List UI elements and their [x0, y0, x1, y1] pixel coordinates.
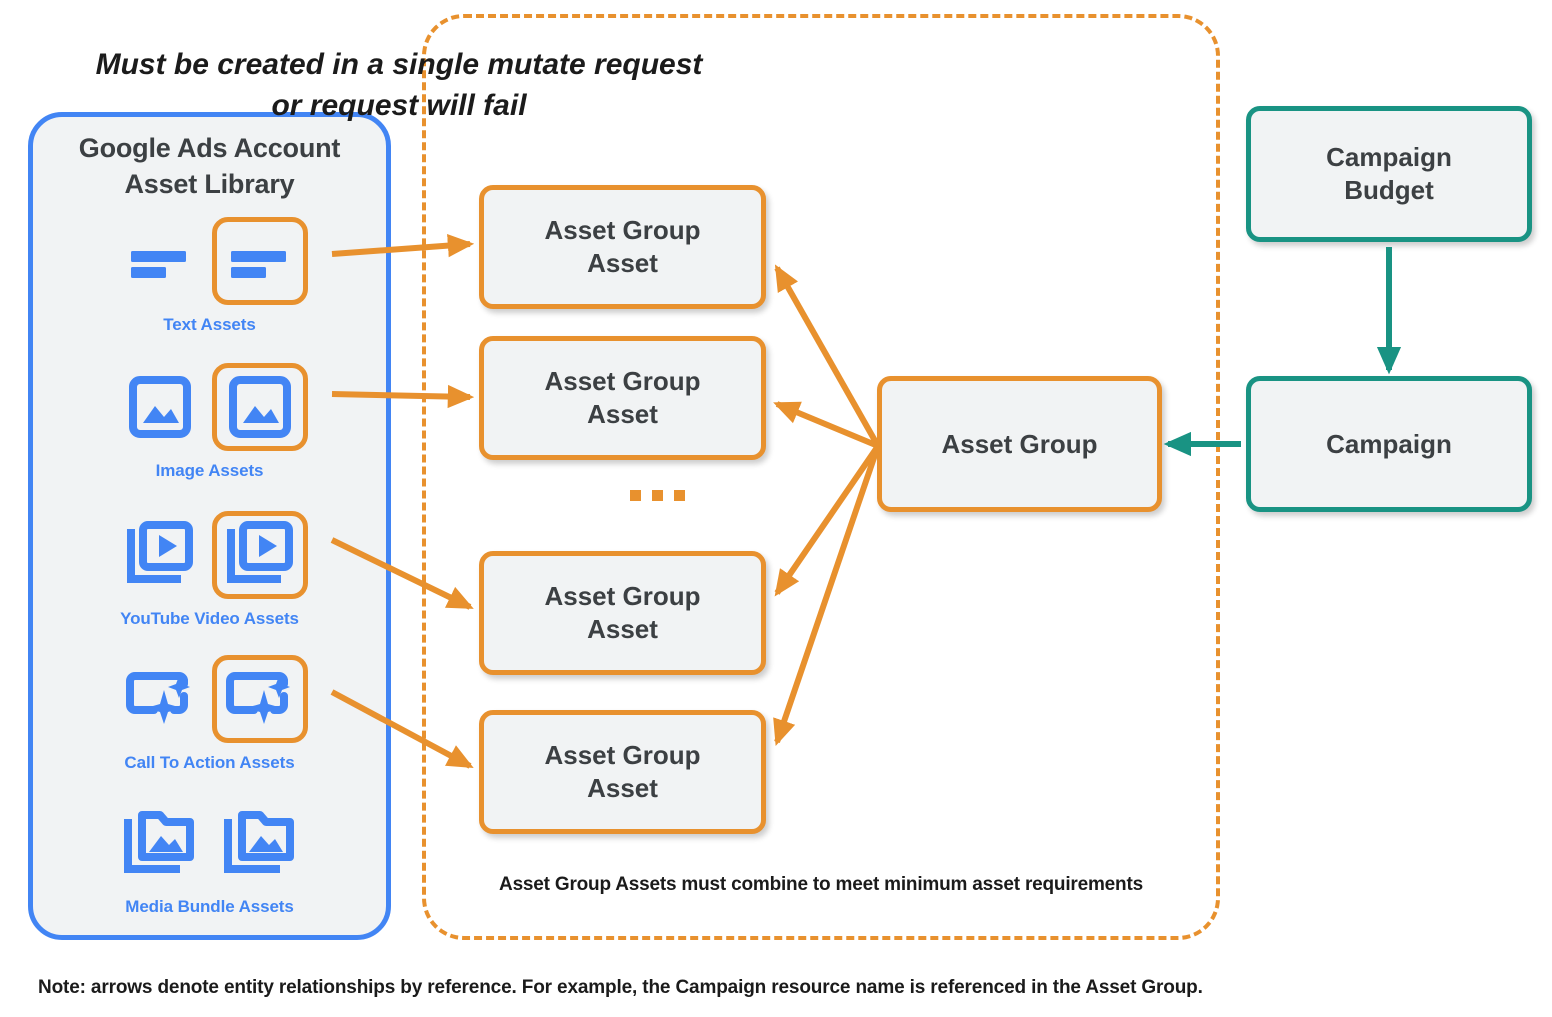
image-icon-highlighted[interactable]: [211, 363, 308, 451]
asset-row-text: Text Assets: [33, 215, 386, 335]
call-to-action-icon: [112, 655, 208, 743]
mutate-request-title: Must be created in a single mutate reque…: [95, 48, 703, 123]
asset-icon-group-cta: [33, 653, 386, 745]
ellipsis-icon: [630, 490, 685, 501]
asset-group-asset-node-1[interactable]: Asset Group Asset: [479, 185, 766, 309]
asset-icon-group-video: [33, 509, 386, 601]
asset-group-node[interactable]: Asset Group: [877, 376, 1162, 512]
asset-caption-video: YouTube Video Assets: [120, 609, 299, 628]
asset-library-panel: Google Ads Account Asset Library Text: [28, 112, 391, 940]
asset-caption-text: Text Assets: [163, 315, 256, 334]
asset-caption-media-bundle: Media Bundle Assets: [125, 897, 294, 916]
text-lines-icon: [112, 217, 208, 305]
media-bundle-icon-2: [212, 799, 308, 887]
campaign-node[interactable]: Campaign: [1246, 376, 1532, 512]
campaign-budget-node[interactable]: Campaign Budget: [1246, 106, 1532, 242]
asset-icon-group-text: [33, 215, 386, 307]
asset-group-asset-node-3[interactable]: Asset Group Asset: [479, 551, 766, 675]
bottom-note: Note: arrows denote entity relationships…: [38, 977, 1203, 998]
asset-icon-group-image: [33, 361, 386, 453]
asset-row-media-bundle: Media Bundle Assets: [33, 797, 386, 917]
call-to-action-icon-highlighted[interactable]: [211, 655, 308, 743]
asset-row-image: Image Assets: [33, 361, 386, 481]
asset-caption-cta: Call To Action Assets: [124, 753, 295, 772]
image-icon: [112, 363, 208, 451]
asset-library-title: Google Ads Account Asset Library: [78, 133, 341, 199]
text-lines-icon-highlighted[interactable]: [211, 217, 308, 305]
asset-group-asset-node-4[interactable]: Asset Group Asset: [479, 710, 766, 834]
asset-icon-group-media-bundle: [33, 797, 386, 889]
asset-row-video: YouTube Video Assets: [33, 509, 386, 629]
media-bundle-icon: [112, 799, 208, 887]
video-stack-icon-highlighted[interactable]: [211, 511, 308, 599]
asset-caption-image: Image Assets: [155, 461, 264, 480]
mutate-request-footnote: Asset Group Assets must combine to meet …: [499, 874, 1143, 895]
asset-row-cta: Call To Action Assets: [33, 653, 386, 773]
video-stack-icon: [112, 511, 208, 599]
asset-group-asset-node-2[interactable]: Asset Group Asset: [479, 336, 766, 460]
